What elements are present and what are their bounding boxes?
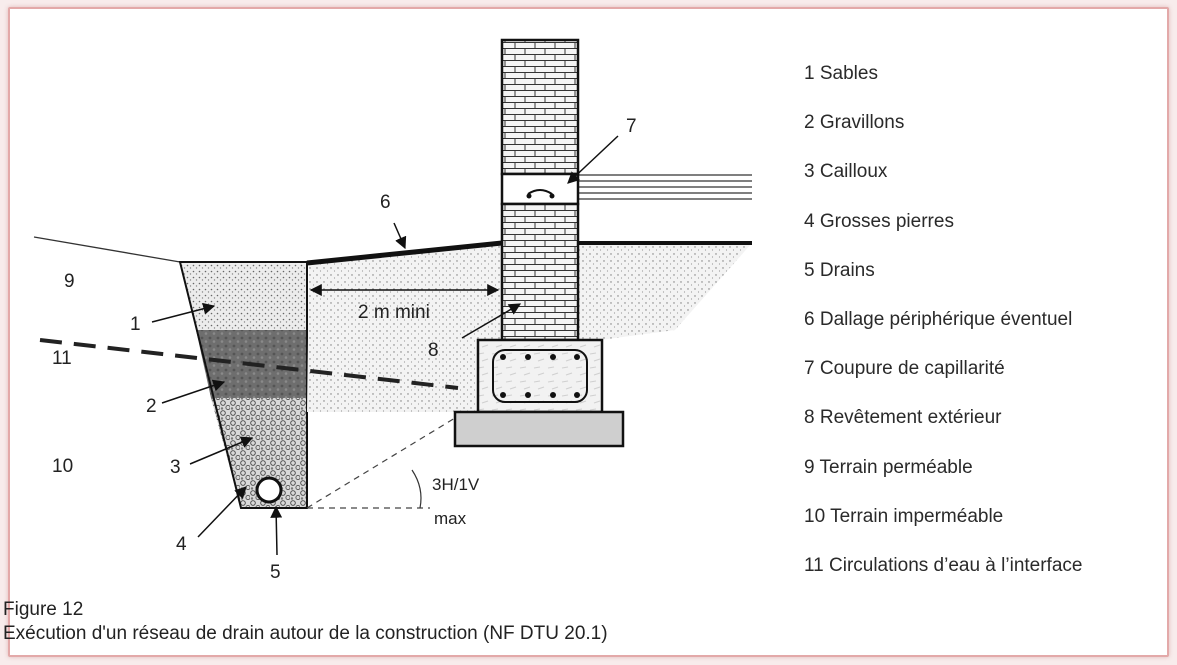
legend-item: 8 Revêtement extérieur: [804, 407, 1002, 429]
callout-7: 7: [626, 116, 637, 137]
trench-sand-layer: [180, 262, 307, 330]
footing-reinforcement: [492, 349, 588, 403]
legend-item: 4 Grosses pierres: [804, 210, 954, 232]
legend-item: 9 Terrain perméable: [804, 456, 973, 478]
callout-6: 6: [380, 192, 391, 213]
callout-1: 1: [130, 314, 141, 335]
callout-arrow-5: [270, 505, 283, 556]
lean-concrete: [453, 410, 625, 448]
callout-8: 8: [428, 340, 439, 361]
callout-4: 4: [176, 534, 187, 555]
floor-joists: [578, 174, 752, 200]
callout-10: 10: [52, 456, 73, 477]
callout-2: 2: [146, 396, 157, 417]
figure-number: Figure 12: [3, 599, 84, 620]
legend-item: 7 Coupure de capillarité: [804, 358, 1005, 380]
slope-angle-arc: [411, 469, 422, 509]
callout-11: 11: [52, 348, 72, 369]
callout-arrow-7: [567, 135, 619, 184]
legend-item: 6 Dallage périphérique éventuel: [804, 308, 1073, 330]
legend-item: 3 Cailloux: [804, 161, 888, 183]
slope-line: [306, 417, 456, 509]
slope-label: 3H/1V: [432, 475, 480, 494]
rebar-dot: [549, 193, 555, 199]
legend-item: 2 Gravillons: [804, 112, 905, 134]
width-label: 2 m mini: [358, 302, 430, 323]
callout-arrow-8: [461, 303, 522, 339]
callout-arrow-6: [393, 222, 407, 250]
callout-arrow-1: [151, 302, 216, 323]
ground-line: [33, 236, 181, 263]
legend-item: 1 Sables: [804, 63, 878, 84]
peripheral-paving: [306, 240, 503, 266]
callout-3: 3: [170, 457, 181, 478]
slope-max-label: max: [434, 509, 467, 528]
figure-caption: Figure 12 Exécution d'un réseau de drain…: [3, 598, 608, 646]
legend-item: 10 Terrain imperméable: [804, 505, 1004, 527]
callout-arrow-3: [189, 436, 254, 465]
legend-item: 11 Circulations d’eau à l’interface: [804, 554, 1083, 576]
drain-pipe: [255, 476, 283, 504]
callout-9: 9: [64, 271, 75, 292]
wall-upper: [500, 38, 580, 176]
figure-title: Exécution d'un réseau de drain autour de…: [3, 623, 608, 644]
callout-arrow-2: [161, 379, 226, 404]
callout-5: 5: [270, 562, 281, 583]
legend-item: 5 Drains: [804, 259, 875, 281]
footing-rebars: [500, 354, 580, 398]
callout-arrow-4: [197, 486, 247, 538]
wall-lower: [500, 202, 580, 342]
water-interface-line: [39, 338, 459, 390]
rebar-dot: [526, 193, 532, 199]
legend-list: 1 Sables 2 Gravillons 3 Cailloux 4 Gross…: [804, 54, 1082, 595]
capillary-break-rebar: [527, 189, 553, 195]
